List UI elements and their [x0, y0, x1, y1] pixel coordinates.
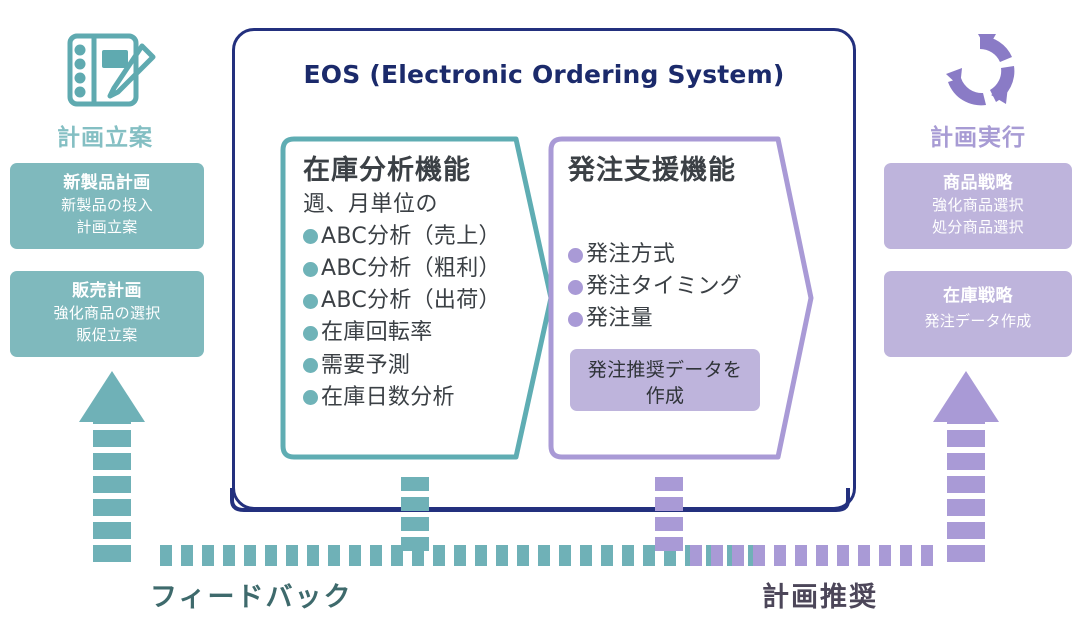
feedback-arrowhead [79, 371, 145, 422]
panel-title: 発注支援機能 [568, 155, 736, 186]
bullet-item: 発注方式 [568, 241, 808, 269]
left-column-heading: 計画立案 [57, 125, 153, 151]
bullet-dot-icon [303, 390, 318, 406]
circular-arrows-icon [946, 34, 1015, 106]
bullet-label: 発注タイミング [586, 274, 743, 300]
card-sales-plan: 販売計画 強化商品の選択 販促立案 [10, 271, 204, 357]
inventory-analysis-content: 在庫分析機能 週、月単位の ABC分析（売上） ABC分析（粗利） ABC分析（… [303, 155, 553, 412]
card-new-product-plan: 新製品計画 新製品の投入 計画立案 [10, 163, 204, 249]
bullet-dot-icon [303, 325, 318, 341]
card-title: 新製品計画 [63, 173, 151, 193]
bullet-item: 発注量 [568, 305, 808, 333]
card-line: 新製品の投入 [61, 195, 153, 214]
card-title: 在庫戦略 [943, 286, 1013, 306]
card-line: 計画立案 [76, 217, 138, 236]
bullet-item: ABC分析（出荷） [303, 287, 553, 315]
bullet-dot-icon [303, 358, 318, 374]
plan-midpoint-dashes [655, 477, 683, 551]
tag-line-2: 作成 [645, 384, 685, 407]
bullet-label: 在庫日数分析 [321, 384, 455, 410]
card-product-strategy: 商品戦略 強化商品選択 処分商品選択 [884, 163, 1072, 249]
bullet-item: 発注タイミング [568, 273, 808, 301]
card-line: 強化商品の選択 [53, 303, 161, 322]
bullet-dot-icon [303, 229, 318, 245]
ordering-support-bullets: 発注方式 発注タイミング 発注量 [568, 237, 808, 333]
feedback-midpoint-dashes [401, 477, 429, 551]
card-line: 強化商品選択 [932, 195, 1024, 214]
bullet-label: 需要予測 [321, 352, 411, 378]
bullet-dot-icon [568, 279, 583, 295]
bullet-item: 在庫回転率 [303, 319, 553, 347]
panel-title: 在庫分析機能 [303, 155, 471, 186]
card-line: 処分商品選択 [932, 217, 1024, 236]
bullet-dot-icon [303, 261, 318, 277]
feedback-arrow [79, 371, 760, 566]
card-inventory-strategy: 在庫戦略 発注データ作成 [884, 271, 1072, 357]
bullet-item: 需要予測 [303, 352, 553, 380]
panel-subtitle: 週、月単位の [303, 192, 439, 218]
bullet-label: 発注量 [586, 306, 653, 332]
plan-vertical-dashes [947, 407, 985, 562]
tag-line-1: 発注推奨データを [587, 359, 743, 381]
bullet-label: 在庫回転率 [321, 320, 433, 346]
bullet-item: ABC分析（売上） [303, 223, 553, 251]
flow-label-plan-recommendation: 計画推奨 [762, 582, 878, 613]
eos-title: EOS (Electronic Ordering System) [303, 60, 785, 89]
bullet-item: ABC分析（粗利） [303, 255, 553, 283]
ordering-support-content: 発注支援機能 [568, 155, 808, 187]
plan-arrowhead [933, 371, 999, 422]
plan-horizontal-dashes [690, 545, 933, 566]
bullet-item: 在庫日数分析 [303, 384, 553, 412]
bullet-dot-icon [568, 311, 583, 327]
inventory-analysis-panel-shape [280, 136, 552, 460]
bullet-label: ABC分析（粗利） [321, 256, 501, 282]
right-column-heading: 計画実行 [930, 125, 1026, 151]
bullet-label: 発注方式 [586, 242, 676, 267]
bullet-label: ABC分析（売上） [321, 223, 501, 249]
bullet-dot-icon [568, 247, 583, 263]
flow-label-feedback: フィードバック [150, 582, 353, 613]
bullet-label: ABC分析（出荷） [321, 288, 501, 314]
eos-container [232, 28, 856, 510]
bullet-dot-icon [303, 293, 318, 309]
card-title: 販売計画 [72, 281, 142, 301]
card-title: 商品戦略 [943, 173, 1013, 193]
card-line: 発注データ作成 [924, 311, 1032, 330]
card-line: 販促立案 [76, 325, 138, 344]
order-recommendation-tag: 発注推奨データを 作成 [570, 349, 760, 411]
plan-recommendation-arrow [655, 371, 999, 566]
feedback-vertical-dashes [93, 407, 131, 562]
notebook-pencil-icon [67, 33, 156, 107]
